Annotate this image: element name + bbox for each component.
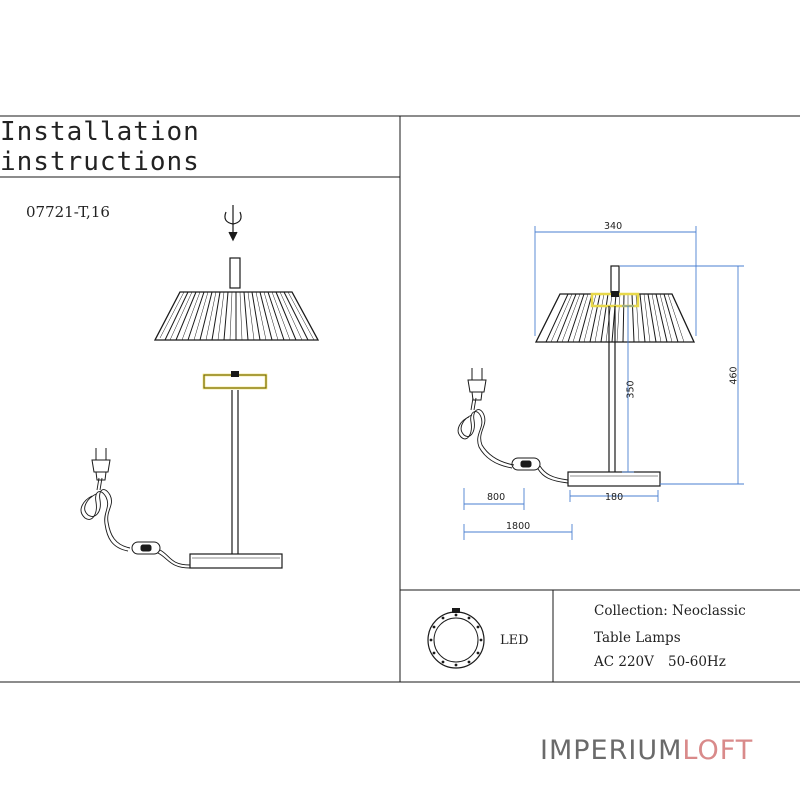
power-cord-left: [80, 477, 191, 569]
lamp-stem-assembled: [608, 306, 616, 472]
dim-cord-total: 1800: [506, 521, 531, 532]
frame-lines: [0, 115, 800, 683]
info-voltage: AC 220V: [594, 654, 654, 670]
info-collection: Collection: Neoclassic: [594, 603, 746, 619]
brand-part1: IMPERIUM: [540, 735, 683, 766]
dim-base-width: 180: [605, 492, 624, 503]
lamp-base-exploded: [189, 553, 283, 569]
top-finial: [229, 257, 241, 289]
dim-cord-to-switch: 800: [487, 492, 506, 503]
lamp-finial-assembled: [610, 265, 620, 295]
dimension-lines: [463, 226, 744, 540]
model-code: 07721-T,16: [26, 203, 110, 221]
lamp-base-assembled: [567, 471, 661, 487]
led-ring-icon: [427, 608, 485, 669]
dim-total-height: 460: [728, 366, 740, 385]
brand-part2: LOFT: [682, 735, 754, 766]
page-title: Installation instructions: [0, 117, 200, 177]
dim-shade-width: 340: [604, 221, 623, 232]
rotate-arrow-icon: [224, 205, 242, 242]
info-frequency: 50-60Hz: [668, 654, 726, 670]
plug-icon-right: [467, 368, 487, 401]
lamp-stem-exploded: [231, 390, 239, 554]
brand-logo: IMPERIUMLOFT: [540, 735, 753, 766]
led-label: LED: [500, 633, 529, 648]
led-module-exploded: [202, 371, 268, 390]
power-cord-right: [457, 397, 569, 484]
inline-switch-left: [131, 541, 161, 555]
info-category: Table Lamps: [594, 630, 681, 646]
plug-icon-left: [91, 448, 111, 481]
lamp-shade-exploded: [153, 291, 320, 341]
dim-stem-height: 350: [625, 380, 637, 399]
inline-switch-right: [511, 457, 541, 471]
